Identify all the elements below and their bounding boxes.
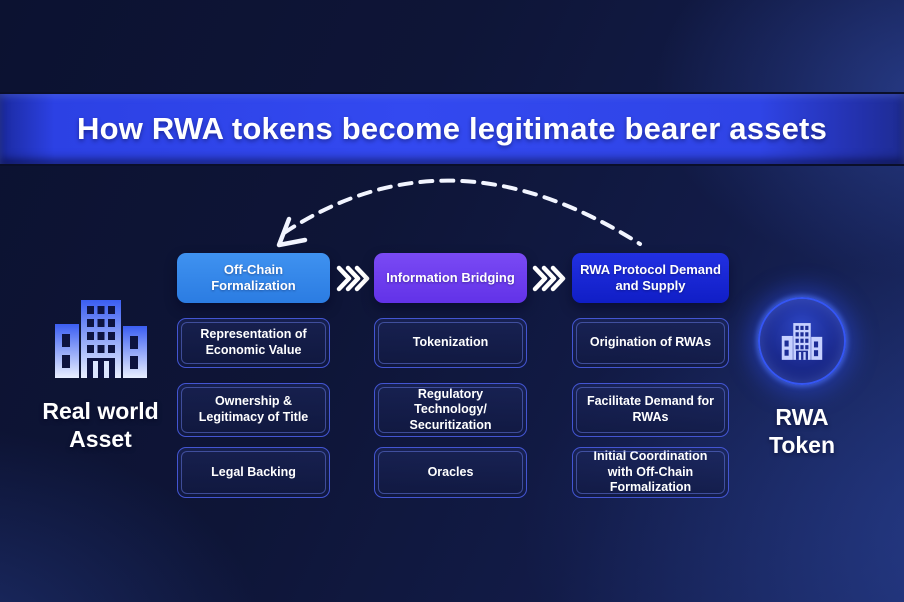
rwa-token: RWA Token [741,297,863,459]
real-world-asset-label: Real world Asset [42,398,159,453]
column-rwa-protocol-demand-and-supply: RWA Protocol Demand and Supply Originati… [572,0,729,602]
header-rwa-protocol-demand-and-supply: RWA Protocol Demand and Supply [572,253,729,303]
column-off-chain-formalization: Off-Chain Formalization Representation o… [177,0,330,602]
buildings-icon [54,300,147,378]
box-facilitate-demand-for-rwas: Facilitate Demand for RWAs [572,383,729,437]
real-world-asset: Real world Asset [18,298,183,453]
box-legal-backing: Legal Backing [177,447,330,498]
box-oracles: Oracles [374,447,527,498]
box-representation-of-economic-value: Representation of Economic Value [177,318,330,368]
box-initial-coordination-off-chain: Initial Coordination with Off-Chain Form… [572,447,729,498]
triple-chevron-right-icon [532,265,566,292]
column-information-bridging: Information Bridging Tokenization Regula… [374,0,527,602]
triple-chevron-right-icon [336,265,370,292]
token-building-icon [781,323,823,360]
header-information-bridging: Information Bridging [374,253,527,303]
rwa-token-label: RWA Token [768,404,836,459]
title-banner: How RWA tokens become legitimate bearer … [0,92,904,166]
rwa-token-badge-icon [758,297,846,385]
page-title: How RWA tokens become legitimate bearer … [76,111,828,146]
box-tokenization: Tokenization [374,318,527,368]
box-regulatory-technology-securitization: Regulatory Technology/ Securitization [374,383,527,437]
box-ownership-legitimacy-of-title: Ownership & Legitimacy of Title [177,383,330,437]
box-origination-of-rwas: Origination of RWAs [572,318,729,368]
header-off-chain-formalization: Off-Chain Formalization [177,253,330,303]
